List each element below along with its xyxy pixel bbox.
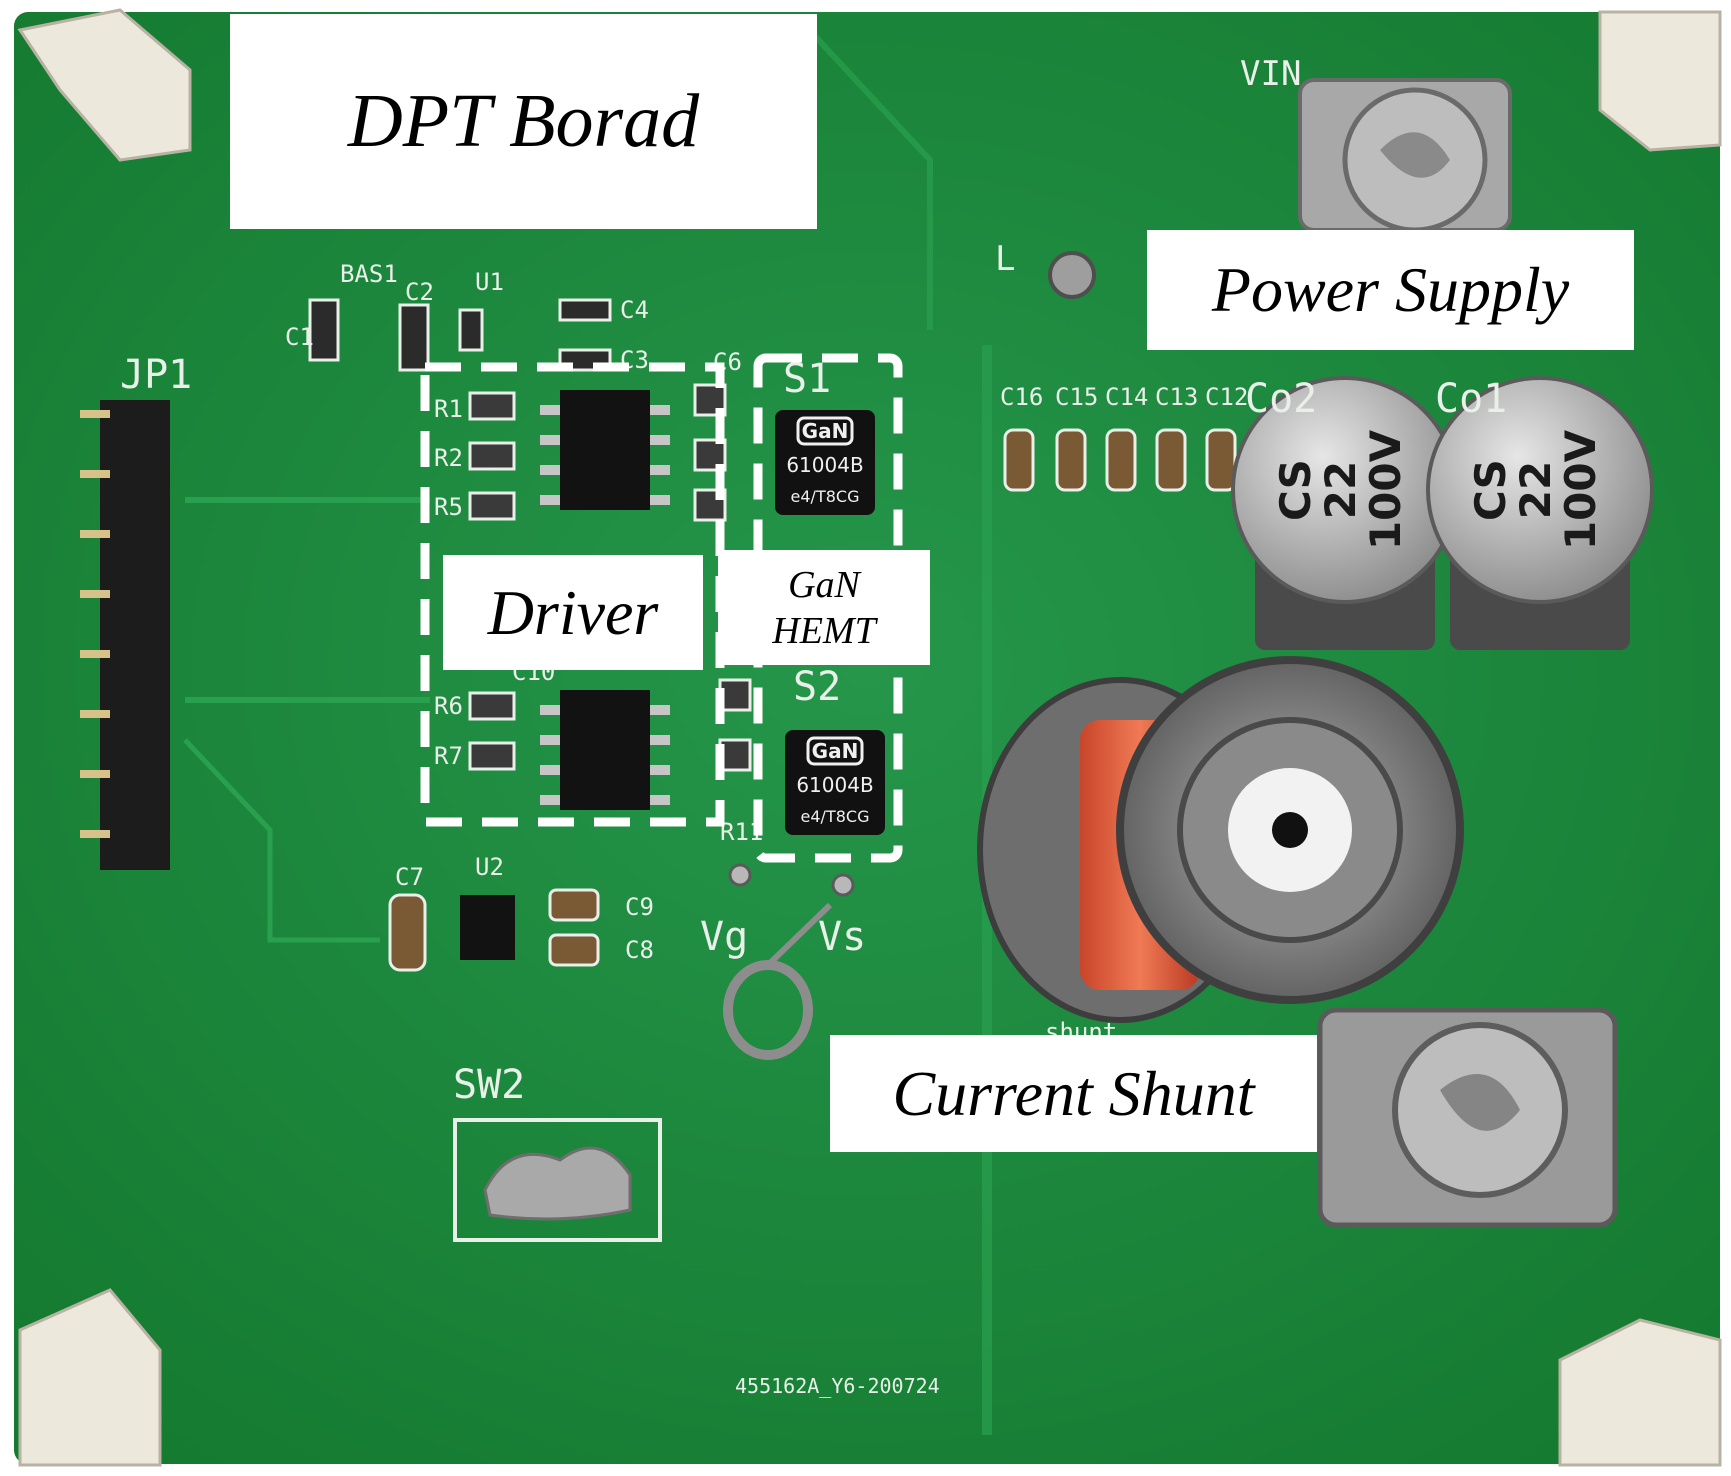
current-shunt-label: Current Shunt — [830, 1035, 1317, 1152]
jp1-header — [80, 400, 170, 870]
silk-vg: Vg — [700, 914, 748, 960]
gan-hemt-label-line2: HEMT — [772, 609, 876, 652]
gan-chip-s2-logo: GaN — [812, 739, 859, 763]
silk-c4: C4 — [620, 296, 649, 324]
silk-vin: VIN — [1240, 54, 1301, 94]
co1-brand: CS — [1466, 459, 1515, 521]
silk-c2: C2 — [405, 278, 434, 306]
silk-board-id: 455162A_Y6-200724 — [735, 1374, 940, 1398]
silk-s2: S2 — [793, 664, 841, 710]
gan-chip-s1-code: e4/T8CG — [791, 487, 860, 506]
bnc-connector — [977, 656, 1464, 1023]
silk-c16: C16 — [1000, 383, 1043, 411]
silk-s1: S1 — [783, 356, 831, 402]
silk-c13: C13 — [1155, 383, 1198, 411]
silk-c15: C15 — [1055, 383, 1098, 411]
co1-voltage: 100V — [1556, 429, 1605, 550]
gan-chip-s1-logo: GaN — [802, 419, 849, 443]
power-supply-label: Power Supply — [1147, 230, 1634, 350]
gan-chip-s1: GaN 61004B e4/T8CG — [775, 410, 875, 515]
co1-value: 22 — [1511, 461, 1560, 519]
silk-c7: C7 — [395, 863, 424, 891]
gan-chip-s2: GaN 61004B e4/T8CG — [785, 730, 885, 835]
silk-u2: U2 — [475, 853, 504, 881]
co2-value: 22 — [1316, 461, 1365, 519]
silk-r1: R1 — [434, 395, 463, 423]
gan-chip-s2-part: 61004B — [796, 773, 873, 797]
silk-c8: C8 — [625, 936, 654, 964]
gan-chip-s1-part: 61004B — [786, 453, 863, 477]
silk-r5: R5 — [434, 493, 463, 521]
capacitor-co2: CS 22 100V — [1231, 376, 1459, 650]
silk-c14: C14 — [1105, 383, 1148, 411]
silk-r6: R6 — [434, 692, 463, 720]
driver-label: Driver — [443, 555, 703, 670]
gan-hemt-label: GaN HEMT — [718, 550, 930, 665]
co2-voltage: 100V — [1361, 429, 1410, 550]
silk-co1: Co1 — [1435, 376, 1507, 422]
driver-ic-1 — [540, 390, 670, 510]
dpt-board-label: DPT Borad — [230, 14, 817, 229]
silk-co2: Co2 — [1245, 376, 1317, 422]
vin-terminal — [1298, 78, 1512, 233]
capacitor-co1: CS 22 100V — [1426, 376, 1654, 650]
silk-u1: U1 — [475, 268, 504, 296]
silk-bas1: BAS1 — [340, 260, 398, 288]
silk-c1: C1 — [285, 323, 314, 351]
silk-jp1: JP1 — [120, 352, 192, 398]
silk-r7: R7 — [434, 742, 463, 770]
silk-sw2: SW2 — [453, 1062, 525, 1108]
silk-vs: Vs — [818, 914, 866, 960]
silk-l: L — [995, 239, 1015, 279]
silk-c12: C12 — [1205, 383, 1248, 411]
gan-hemt-label-line1: GaN — [788, 563, 860, 606]
silk-c9: C9 — [625, 893, 654, 921]
standoff-icon — [17, 8, 1722, 1467]
silk-r2: R2 — [434, 444, 463, 472]
ground-terminal — [1317, 1007, 1618, 1228]
co2-brand: CS — [1271, 459, 1320, 521]
gan-chip-s2-code: e4/T8CG — [801, 807, 870, 826]
driver-ic-2 — [540, 690, 670, 810]
